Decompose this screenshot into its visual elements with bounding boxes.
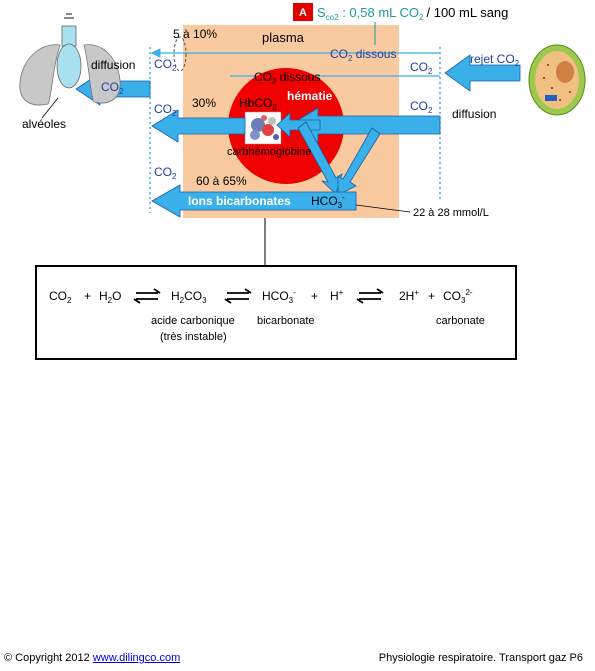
plasma-label: plasma xyxy=(262,30,305,45)
hbco2-label: HbCO2 xyxy=(239,96,277,112)
eq-acide-label: acide carbonique xyxy=(151,315,235,327)
bicarbonates-conc: 22 à 28 mmol/L xyxy=(413,207,489,219)
eq-instable-label: (très instable) xyxy=(160,331,227,343)
section-badge xyxy=(293,3,313,21)
carbhemo-label: carbhémoglobine xyxy=(227,146,311,158)
bicarbonates-hco3: HCO3- xyxy=(311,193,345,210)
equation-box xyxy=(35,265,517,360)
hematie-co2-dissous: CO2 dissous xyxy=(254,70,320,86)
eq-plus-3: + xyxy=(428,289,435,303)
bicarbonates-arrow xyxy=(151,184,357,218)
to-hbco2-arrow xyxy=(276,112,321,138)
alveoles-label: alvéoles xyxy=(22,117,66,131)
dissous-ellipse xyxy=(173,36,187,72)
footer-page-title: Physiologie respiratoire. Transport gaz … xyxy=(378,652,583,664)
copyright-text: © Copyright 2012 xyxy=(4,652,90,664)
hematie-label: hématie xyxy=(287,89,333,103)
diffusion-right-label: diffusion xyxy=(452,107,496,121)
eq-bicarbonate-label: bicarbonate xyxy=(257,315,315,327)
equilibrium-arrow-3-icon xyxy=(356,288,384,304)
eq-carbonate-label: carbonate xyxy=(436,315,485,327)
section-badge-label: A xyxy=(299,7,307,19)
copyright-link[interactable]: www.dilingco.com xyxy=(92,652,181,664)
pct-hbco2: 30% xyxy=(192,96,216,110)
carbhemoglobine-molecule-icon xyxy=(244,111,282,145)
eq-h: H+ xyxy=(330,288,344,303)
co2-label-right-top: CO2 xyxy=(410,60,433,76)
pct-bicarbonates: 60 à 65% xyxy=(196,174,247,188)
diagonal-arrow-2 xyxy=(337,127,381,196)
eq-plus-1: + xyxy=(84,289,91,303)
eq-h2o: H2O xyxy=(99,289,121,305)
plasma-co2-dissous: CO2 dissous xyxy=(330,47,396,63)
eq-hco3: HCO3- xyxy=(262,288,296,305)
rejet-co2-label: rejet CO2 xyxy=(470,52,520,68)
tissue-cell-icon xyxy=(528,44,586,116)
lungs-icon xyxy=(19,13,121,106)
diffusion-in-arrow xyxy=(444,54,521,92)
pct-dissous: 5 à 10% xyxy=(173,27,217,41)
saturation-line: Sco2 : 0,58 mL CO2/ 100 mL sang xyxy=(317,5,508,22)
eq-2h: 2H+ xyxy=(399,288,419,303)
hbco2-out-arrow xyxy=(151,109,246,143)
co2-label-left-arrow: CO2 xyxy=(101,80,124,96)
co2-label-left-bottom: CO2 xyxy=(154,165,177,181)
equilibrium-arrow-1-icon xyxy=(133,288,161,304)
eq-h2co3: H2CO3 xyxy=(171,289,207,305)
equation: CO2 + H2O H2CO3 HCO3- + H+ 2H+ + CO32- xyxy=(49,288,485,343)
eq-co2: CO2 xyxy=(49,289,72,305)
equilibrium-arrow-2-icon xyxy=(224,288,252,304)
co2-label-right-mid: CO2 xyxy=(410,99,433,115)
conc-pointer xyxy=(355,204,411,213)
bicarbonates-label: Ions bicarbonates xyxy=(188,194,291,208)
eq-plus-2: + xyxy=(311,289,318,303)
diffusion-left-label: diffusion xyxy=(91,58,135,72)
alveoles-pointer xyxy=(41,97,59,119)
eq-co3: CO32- xyxy=(443,288,473,305)
co2-label-left-mid: CO2 xyxy=(154,102,177,118)
footer-copyright: © Copyright 2012 www.dilingco.com xyxy=(4,652,180,664)
co2-label-left-top: CO2 xyxy=(154,57,177,73)
